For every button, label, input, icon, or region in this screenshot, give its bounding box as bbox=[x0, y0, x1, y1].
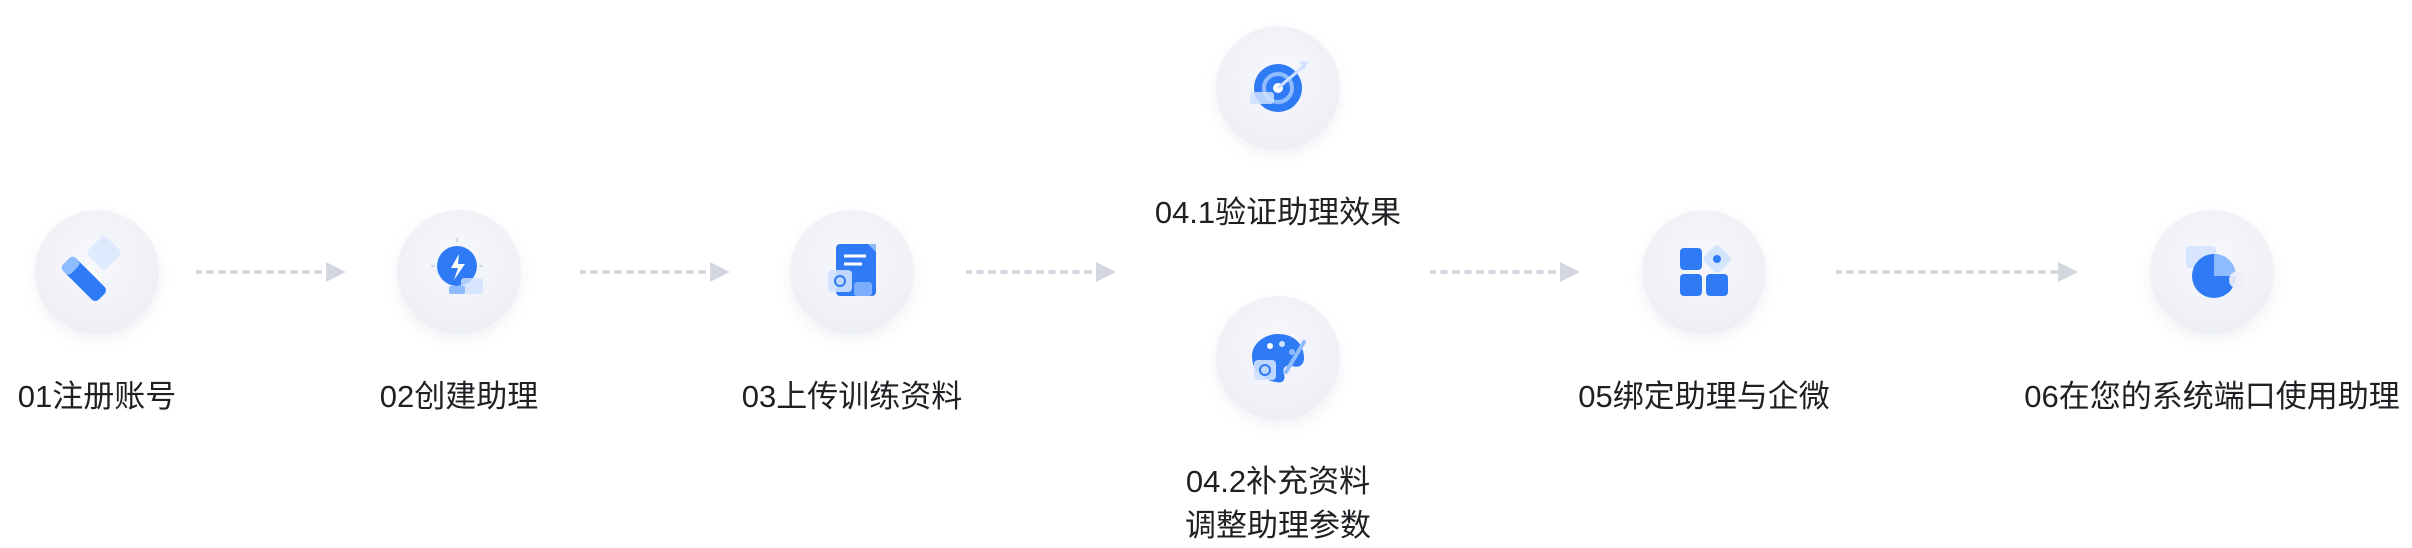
step-04-1-label: 04.1验证助理效果 bbox=[1154, 195, 1402, 230]
step-02-icon-circle bbox=[397, 210, 521, 334]
arrow-1 bbox=[196, 262, 346, 282]
step-03-label: 03上传训练资料 bbox=[741, 379, 963, 414]
pencil-icon bbox=[61, 236, 121, 301]
arrow-5 bbox=[1836, 262, 2078, 282]
pie-chart-icon bbox=[2186, 246, 2247, 298]
step-03-icon-circle bbox=[790, 210, 914, 334]
step-04-2-label-line1: 04.2补充资料 bbox=[1185, 464, 1371, 499]
step-06-label: 06在您的系统端口使用助理 bbox=[2024, 379, 2400, 414]
document-icon bbox=[828, 244, 876, 296]
lightbulb-icon bbox=[431, 238, 483, 294]
step-01-label: 01注册账号 bbox=[17, 379, 177, 414]
arrow-2 bbox=[580, 262, 730, 282]
step-04-1-icon-circle bbox=[1216, 26, 1340, 150]
step-05-label: 05绑定助理与企微 bbox=[1578, 379, 1830, 414]
step-06-icon-circle bbox=[2150, 210, 2274, 334]
arrow-3 bbox=[966, 262, 1116, 282]
step-05-icon-circle bbox=[1642, 210, 1766, 334]
step-02-label: 02创建助理 bbox=[379, 379, 539, 414]
arrow-4 bbox=[1430, 262, 1580, 282]
step-04-2-icon-circle bbox=[1216, 296, 1340, 420]
target-icon bbox=[1250, 62, 1308, 112]
step-04-2-label-line2: 调整助理参数 bbox=[1185, 508, 1371, 543]
palette-icon bbox=[1252, 334, 1306, 383]
grid-blocks-icon bbox=[1680, 245, 1731, 296]
step-01-icon-circle bbox=[35, 210, 159, 334]
